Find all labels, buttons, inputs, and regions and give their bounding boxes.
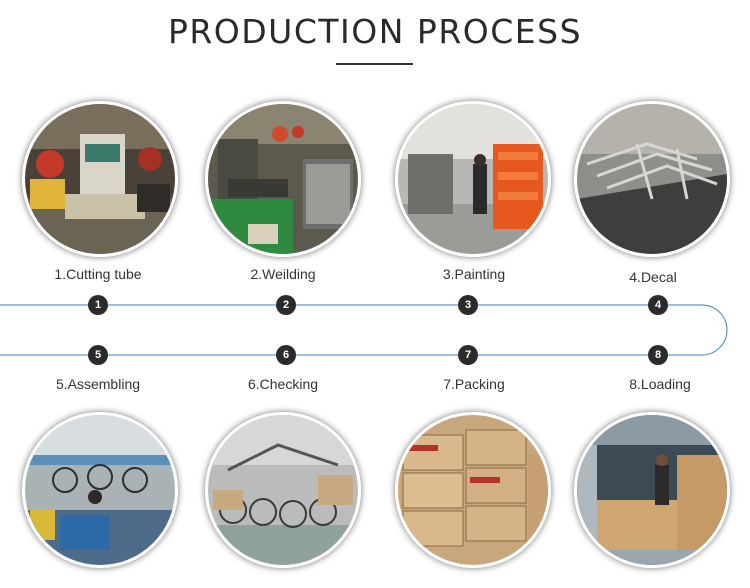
step-label-decal: 4.Decal [629,269,677,285]
step-number-1: 1 [88,295,108,315]
step-label-packing: 7.Packing [443,376,505,392]
painting-photo [395,101,551,257]
assembling-photo [22,412,178,568]
step-number-5: 5 [88,345,108,365]
step-label-assembling: 5.Assembling [55,376,141,392]
packing-photo [395,412,551,568]
step-label-cutting-tube: 1.Cutting tube [54,266,142,282]
loading-photo [574,412,730,568]
welding-photo [205,101,361,257]
step-label-welding: 2.Weilding [250,266,316,282]
decal-photo [574,101,730,257]
step-number-7: 7 [458,345,478,365]
step-number-2: 2 [276,295,296,315]
step-number-4: 4 [648,295,668,315]
step-number-8: 8 [648,345,668,365]
cutting-tube-photo [22,101,178,257]
title-underline [336,63,413,65]
step-label-painting: 3.Painting [442,266,506,282]
step-number-6: 6 [276,345,296,365]
step-number-3: 3 [458,295,478,315]
step-label-loading: 8.Loading [629,376,691,392]
page-title: PRODUCTION PROCESS [167,12,583,51]
checking-photo [205,412,361,568]
step-label-checking: 6.Checking [247,376,319,392]
